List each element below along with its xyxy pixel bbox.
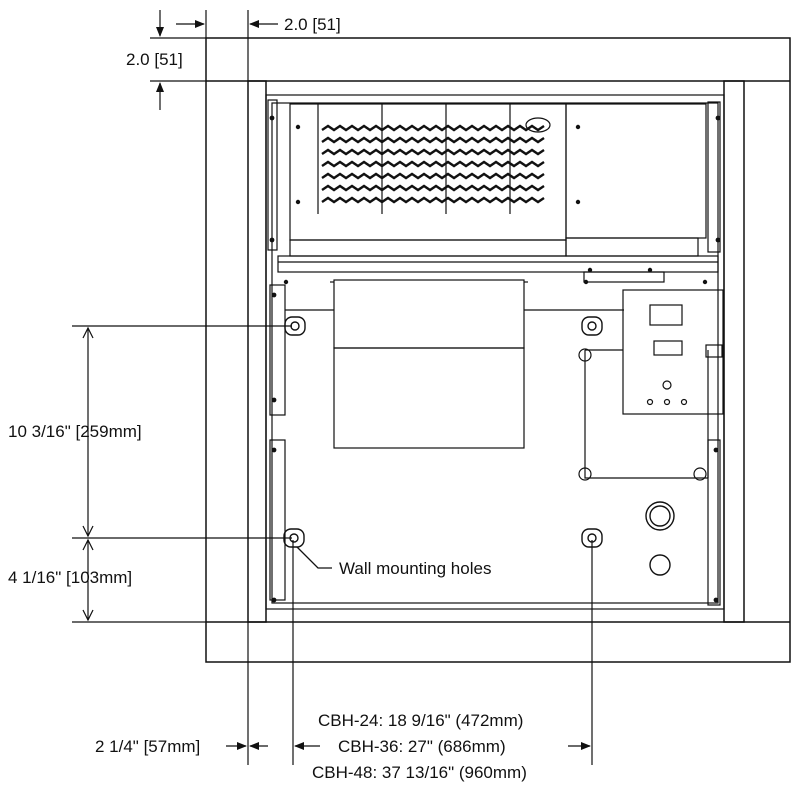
model-spec: 37 13/16" (960mm) [377,763,527,782]
control-panel [622,289,724,415]
model-row: CBH-48: 37 13/16" (960mm) [312,763,527,782]
model-name: CBH-48 [312,763,372,782]
model-name: CBH-24 [318,711,378,730]
model-row: CBH-36: 27" (686mm) [338,737,506,756]
side-dimension [150,10,206,110]
electrical-box [578,348,709,481]
model-spacing-list: CBH-24: 18 9/16" (472mm) CBH-36: 27" (68… [312,711,527,782]
model-name: CBH-36 [338,737,398,756]
bottom-offset-label: 4 1/16" [103mm] [8,568,132,587]
bottom-dimension [226,540,593,765]
side-offset-label: 2.0 [51] [126,50,183,69]
wall-mounting-holes-label: Wall mounting holes [339,559,491,578]
mounting-hole-top-right [581,316,603,336]
blower-housing [285,279,624,449]
vertical-spacing-dimension [72,325,292,623]
left-offset-label: 2 1/4" [57mm] [95,737,200,756]
heating-element-box [289,103,707,257]
top-dimension [176,10,278,81]
inner-chassis [265,94,725,610]
model-row: CBH-24: 18 9/16" (472mm) [318,711,523,730]
outer-housing [205,37,791,663]
callout-leader [296,546,332,569]
knockouts [645,501,675,576]
model-spec: 18 9/16" (472mm) [383,711,523,730]
vertical-spacing-label: 10 3/16" [259mm] [8,422,142,441]
top-offset-label: 2.0 [51] [284,15,341,34]
fasteners [269,115,721,603]
model-spec: 27" (686mm) [403,737,505,756]
heating-coils [321,124,545,204]
